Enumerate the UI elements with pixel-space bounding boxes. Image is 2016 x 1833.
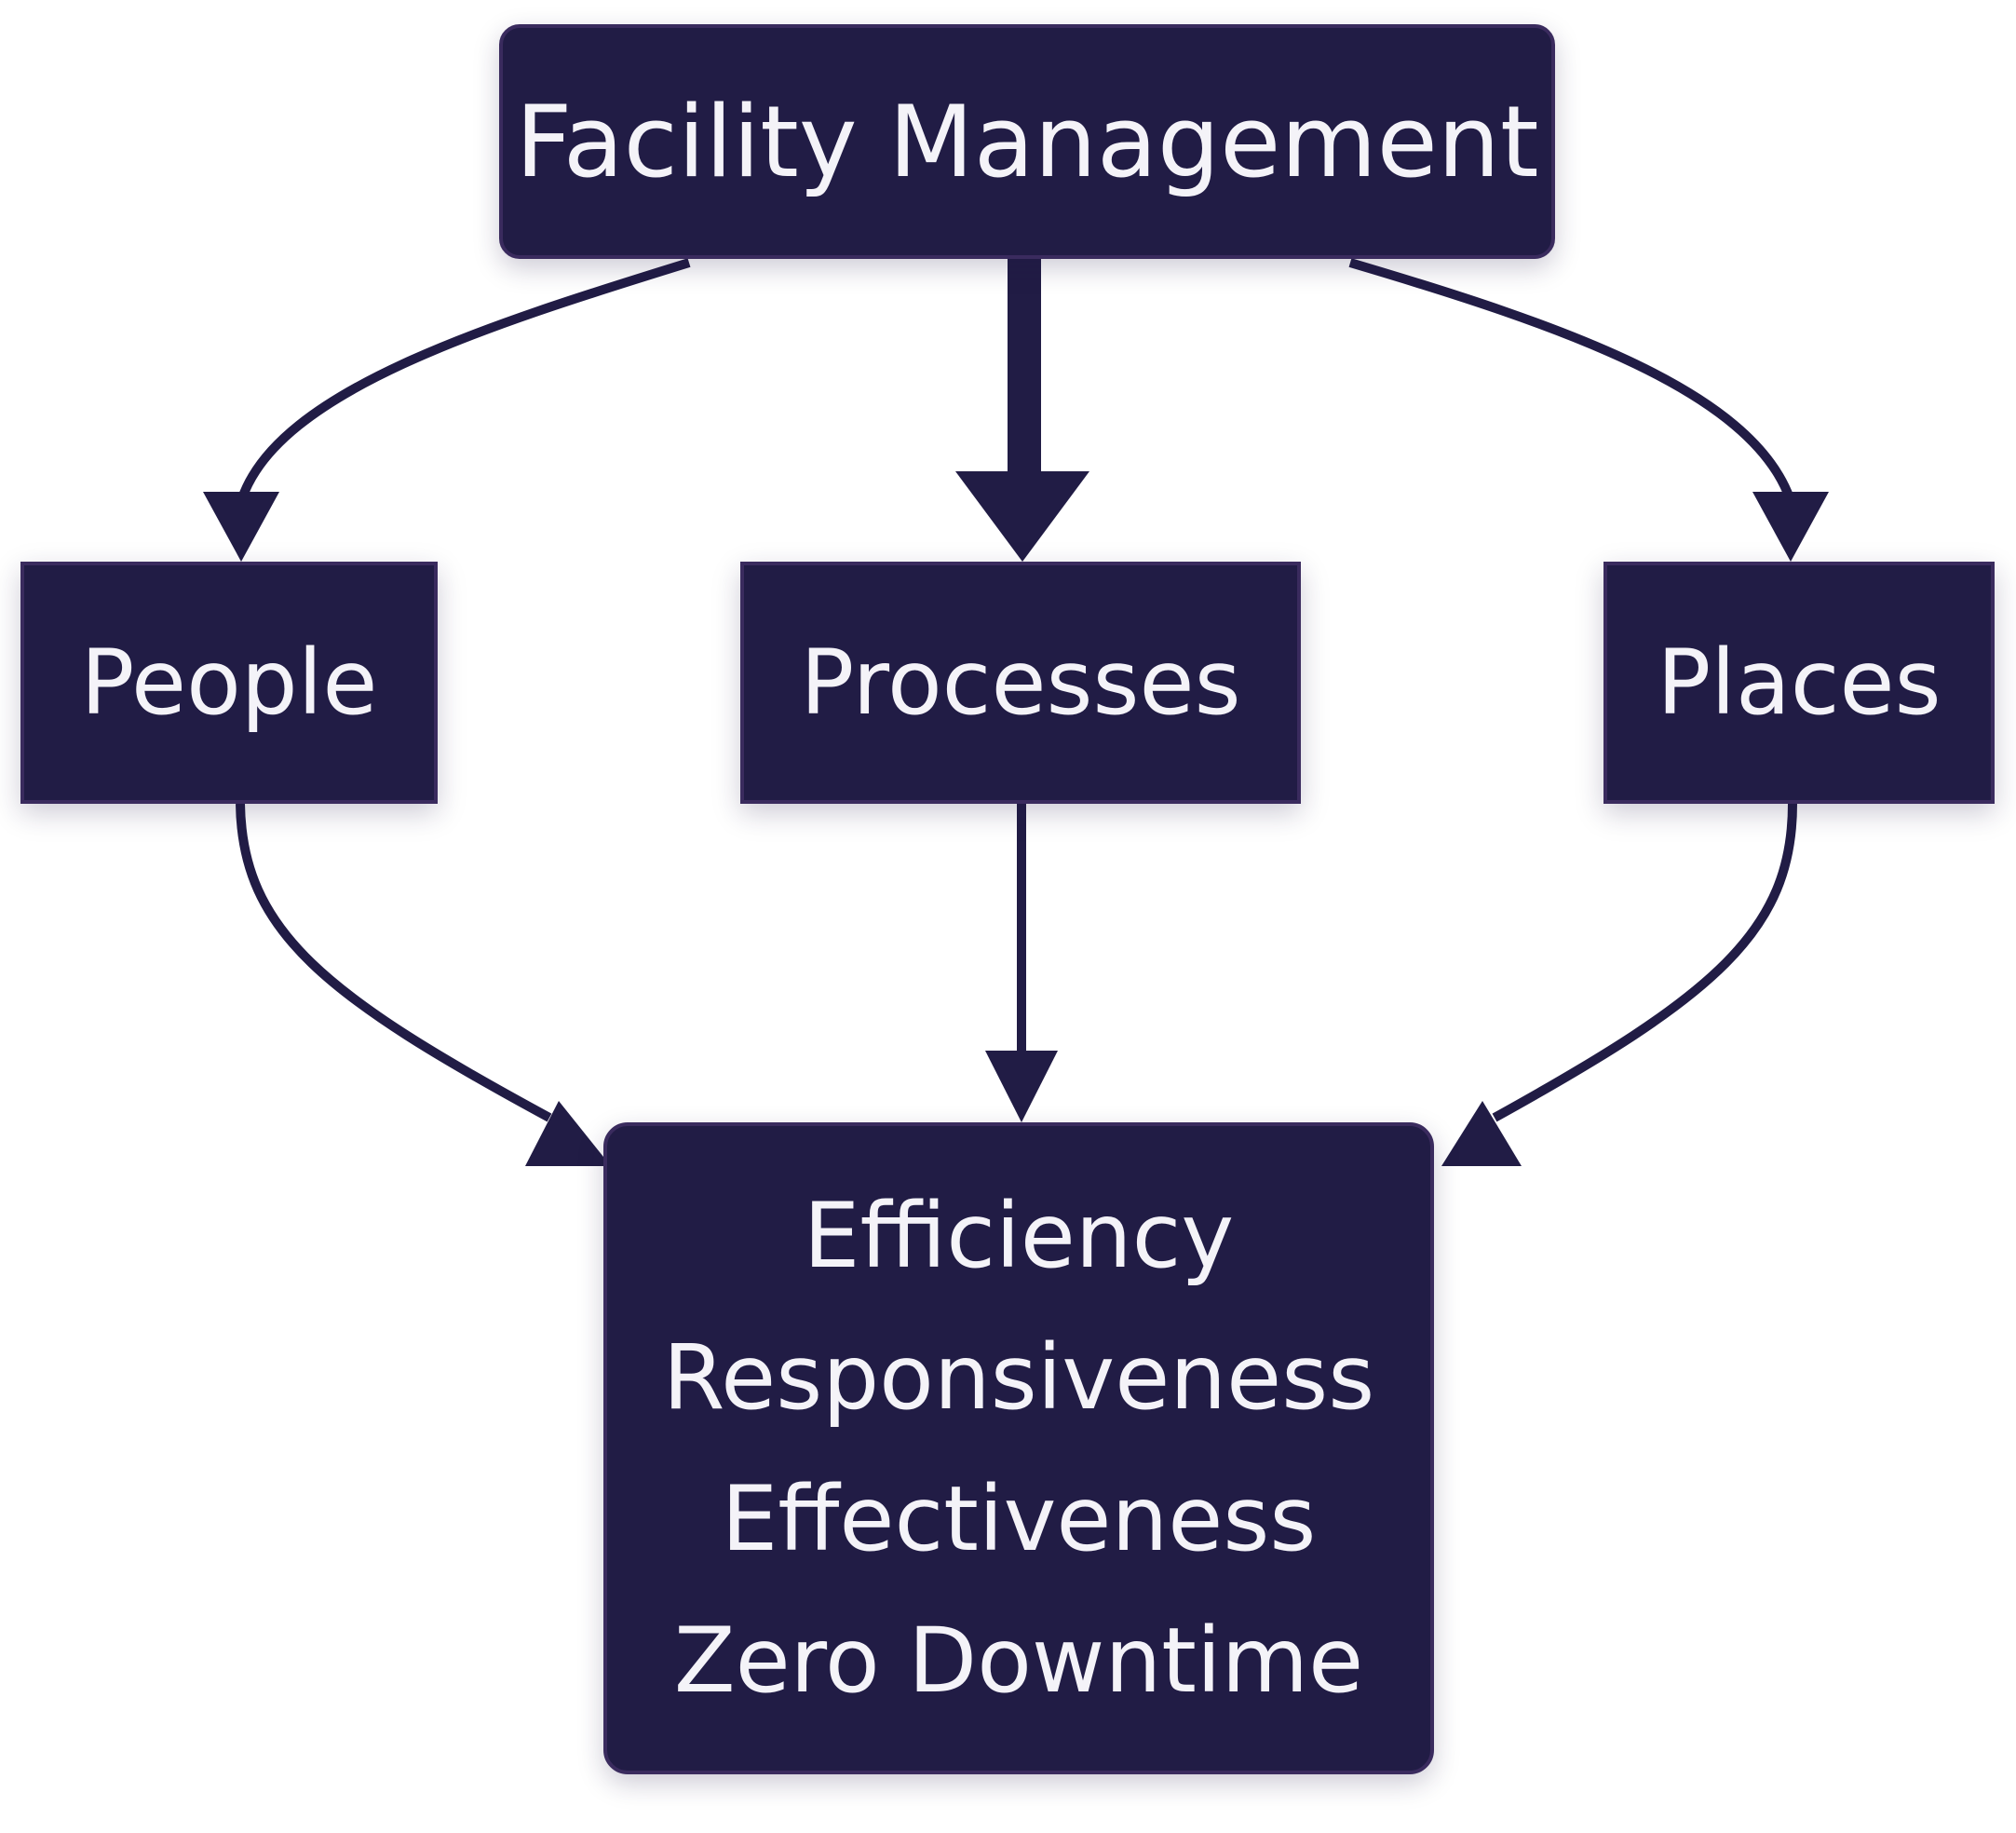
arrow-people-to-outcomes — [236, 803, 552, 1122]
arrow-places-to-outcomes — [1492, 803, 1797, 1122]
facility-management-node: Facility Management — [499, 24, 1555, 259]
arrowhead-places — [1752, 492, 1829, 562]
people-label: People — [80, 631, 378, 735]
arrow-top-to-places — [1348, 258, 1794, 500]
outcome-efficiency: Efficiency — [803, 1184, 1235, 1288]
places-node: Places — [1603, 562, 1995, 804]
arrowhead-outcomes-left — [525, 1101, 611, 1166]
arrow-top-to-processes — [1008, 259, 1041, 475]
arrowhead-outcomes-right — [1441, 1101, 1522, 1166]
outcome-responsiveness: Responsiveness — [662, 1325, 1375, 1430]
arrowhead-people — [203, 492, 279, 562]
arrowhead-processes — [955, 471, 1089, 562]
outcomes-node: Efficiency Responsiveness Effectiveness … — [603, 1122, 1434, 1774]
arrowhead-outcomes-center — [985, 1051, 1058, 1122]
facility-management-label: Facility Management — [515, 84, 1539, 199]
people-node: People — [20, 562, 438, 804]
outcome-effectiveness: Effectiveness — [721, 1467, 1317, 1571]
arrow-top-to-people — [237, 258, 691, 500]
processes-node: Processes — [740, 562, 1301, 804]
processes-label: Processes — [800, 631, 1241, 735]
outcome-zero-downtime: Zero Downtime — [673, 1609, 1364, 1713]
places-label: Places — [1657, 631, 1942, 735]
